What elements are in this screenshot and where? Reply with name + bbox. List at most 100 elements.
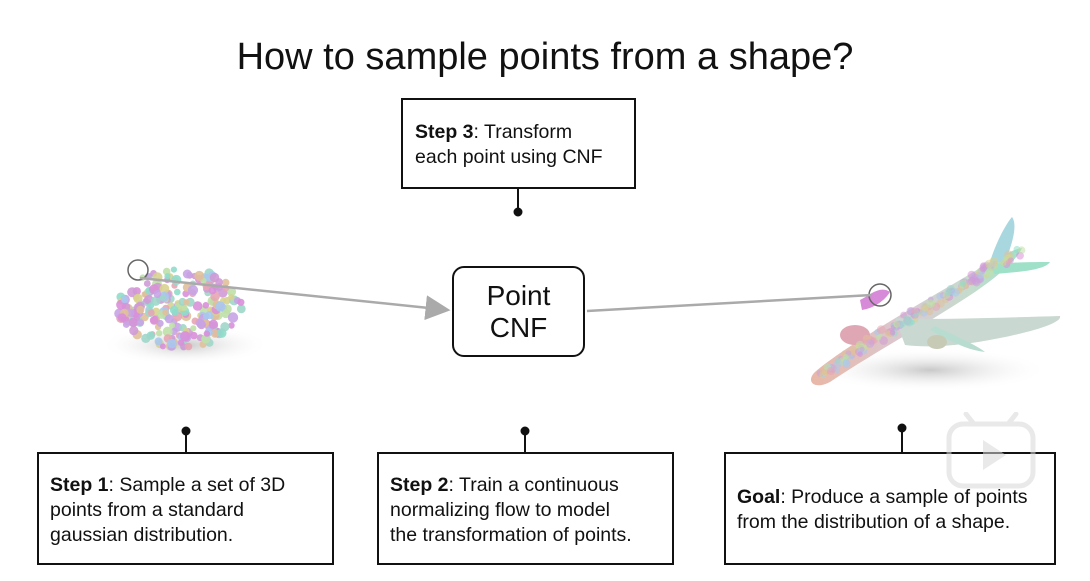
cloud-point [154,337,163,346]
cloud-point [208,286,217,295]
cloud-point [174,288,181,296]
plane-point [875,334,882,341]
cloud-point [181,304,188,311]
cloud-point [226,286,237,297]
step1-text-3: gaussian distribution. [50,524,234,546]
airplane-point-cloud [810,217,1061,392]
cloud-point [210,329,220,338]
plane-point [977,271,985,279]
cloud-point [121,296,129,304]
arrow-source-to-cnf [139,276,451,321]
cloud-point [192,301,203,311]
plane-point [898,320,906,328]
cloud-point [162,326,173,337]
cnf-line-1: Point [486,280,551,311]
plane-point [1005,259,1012,265]
step1-label: Step 1 [50,474,109,496]
cloud-point [136,305,145,314]
cloud-point [236,304,246,314]
plane-point [843,354,849,360]
cloud-point [177,339,185,346]
cloud-point [159,343,166,350]
cloud-point [182,269,192,279]
plane-point [951,288,960,297]
goal-text-1: : Produce a sample of points [780,486,1028,508]
cloud-point [180,331,191,342]
plane-point [936,292,944,300]
cloud-point [194,270,205,281]
connector-goal [897,423,907,452]
plane-point [1000,260,1007,267]
plane-point [926,299,935,308]
step3-box: Step 3: Transform each point using CNF [401,98,636,189]
cloud-point [202,302,210,309]
cloud-point [169,305,179,315]
cloud-point [215,301,226,312]
cloud-point [209,272,220,283]
cloud-point [133,293,143,304]
cloud-point [237,298,245,306]
cloud-point [164,273,171,280]
arrow-cnf-to-target [586,293,873,313]
cloud-point [162,309,169,316]
cloud-point [182,290,190,298]
plane-point [879,336,888,345]
plane-point [993,263,999,269]
plane-point [980,262,987,269]
step1-box: Step 1: Sample a set of 3D points from a… [37,452,334,565]
cloud-point [169,322,176,329]
cloud-point [221,278,230,287]
cloud-dots [114,266,246,351]
cloud-point [143,280,151,287]
cloud-point [141,333,151,343]
plane-point [848,354,854,360]
step2-label: Step 2 [390,474,449,496]
point-cnf-box: Point CNF [452,266,585,357]
cloud-point [156,330,163,337]
cloud-point [167,338,177,349]
page-title: How to sample points from a shape? [236,36,854,78]
cloud-point [149,316,159,325]
plane-point [985,268,994,277]
goal-box: Goal: Produce a sample of points from th… [724,452,1056,565]
step2-text-2: normalizing flow to model [390,499,611,521]
step2-text-1: : Train a continuous [448,474,619,496]
step3-text-2: each point using CNF [415,146,603,168]
cloud-point [127,287,138,298]
play-watermark-icon [946,412,1036,489]
plane-point [893,320,901,328]
cloud-point [147,309,155,317]
cloud-point [153,290,162,298]
cloud-point [203,330,211,337]
step1-text-1: : Sample a set of 3D [108,474,286,496]
cloud-point [147,302,155,309]
cloud-point [190,331,198,340]
plane-point [833,367,841,374]
cloud-point [170,266,177,273]
plane-point [865,339,875,348]
cloud-point [227,312,239,323]
cloud-point [208,319,218,329]
cloud-point [122,321,130,328]
plane-point [862,339,868,345]
plane-point [968,276,977,285]
cloud-point [128,317,138,328]
cloud-point [228,322,235,329]
plane-point [821,369,827,376]
goal-text-2: from the distribution of a shape. [737,511,1011,533]
plane-point [884,329,891,336]
cloud-point [201,334,211,344]
step2-box: Step 2: Train a continuous normalizing f… [377,452,674,565]
step2-text-3: the transformation of points. [390,524,632,546]
plane-point [857,351,863,358]
cloud-point [159,294,166,301]
goal-label: Goal [737,486,781,508]
cloud-point [228,294,235,301]
cloud-point [196,319,205,328]
cloud-point [117,313,127,323]
cloud-point [190,325,197,332]
cloud-point [203,312,210,320]
plane-point [960,280,967,287]
cloud-point [159,283,170,294]
